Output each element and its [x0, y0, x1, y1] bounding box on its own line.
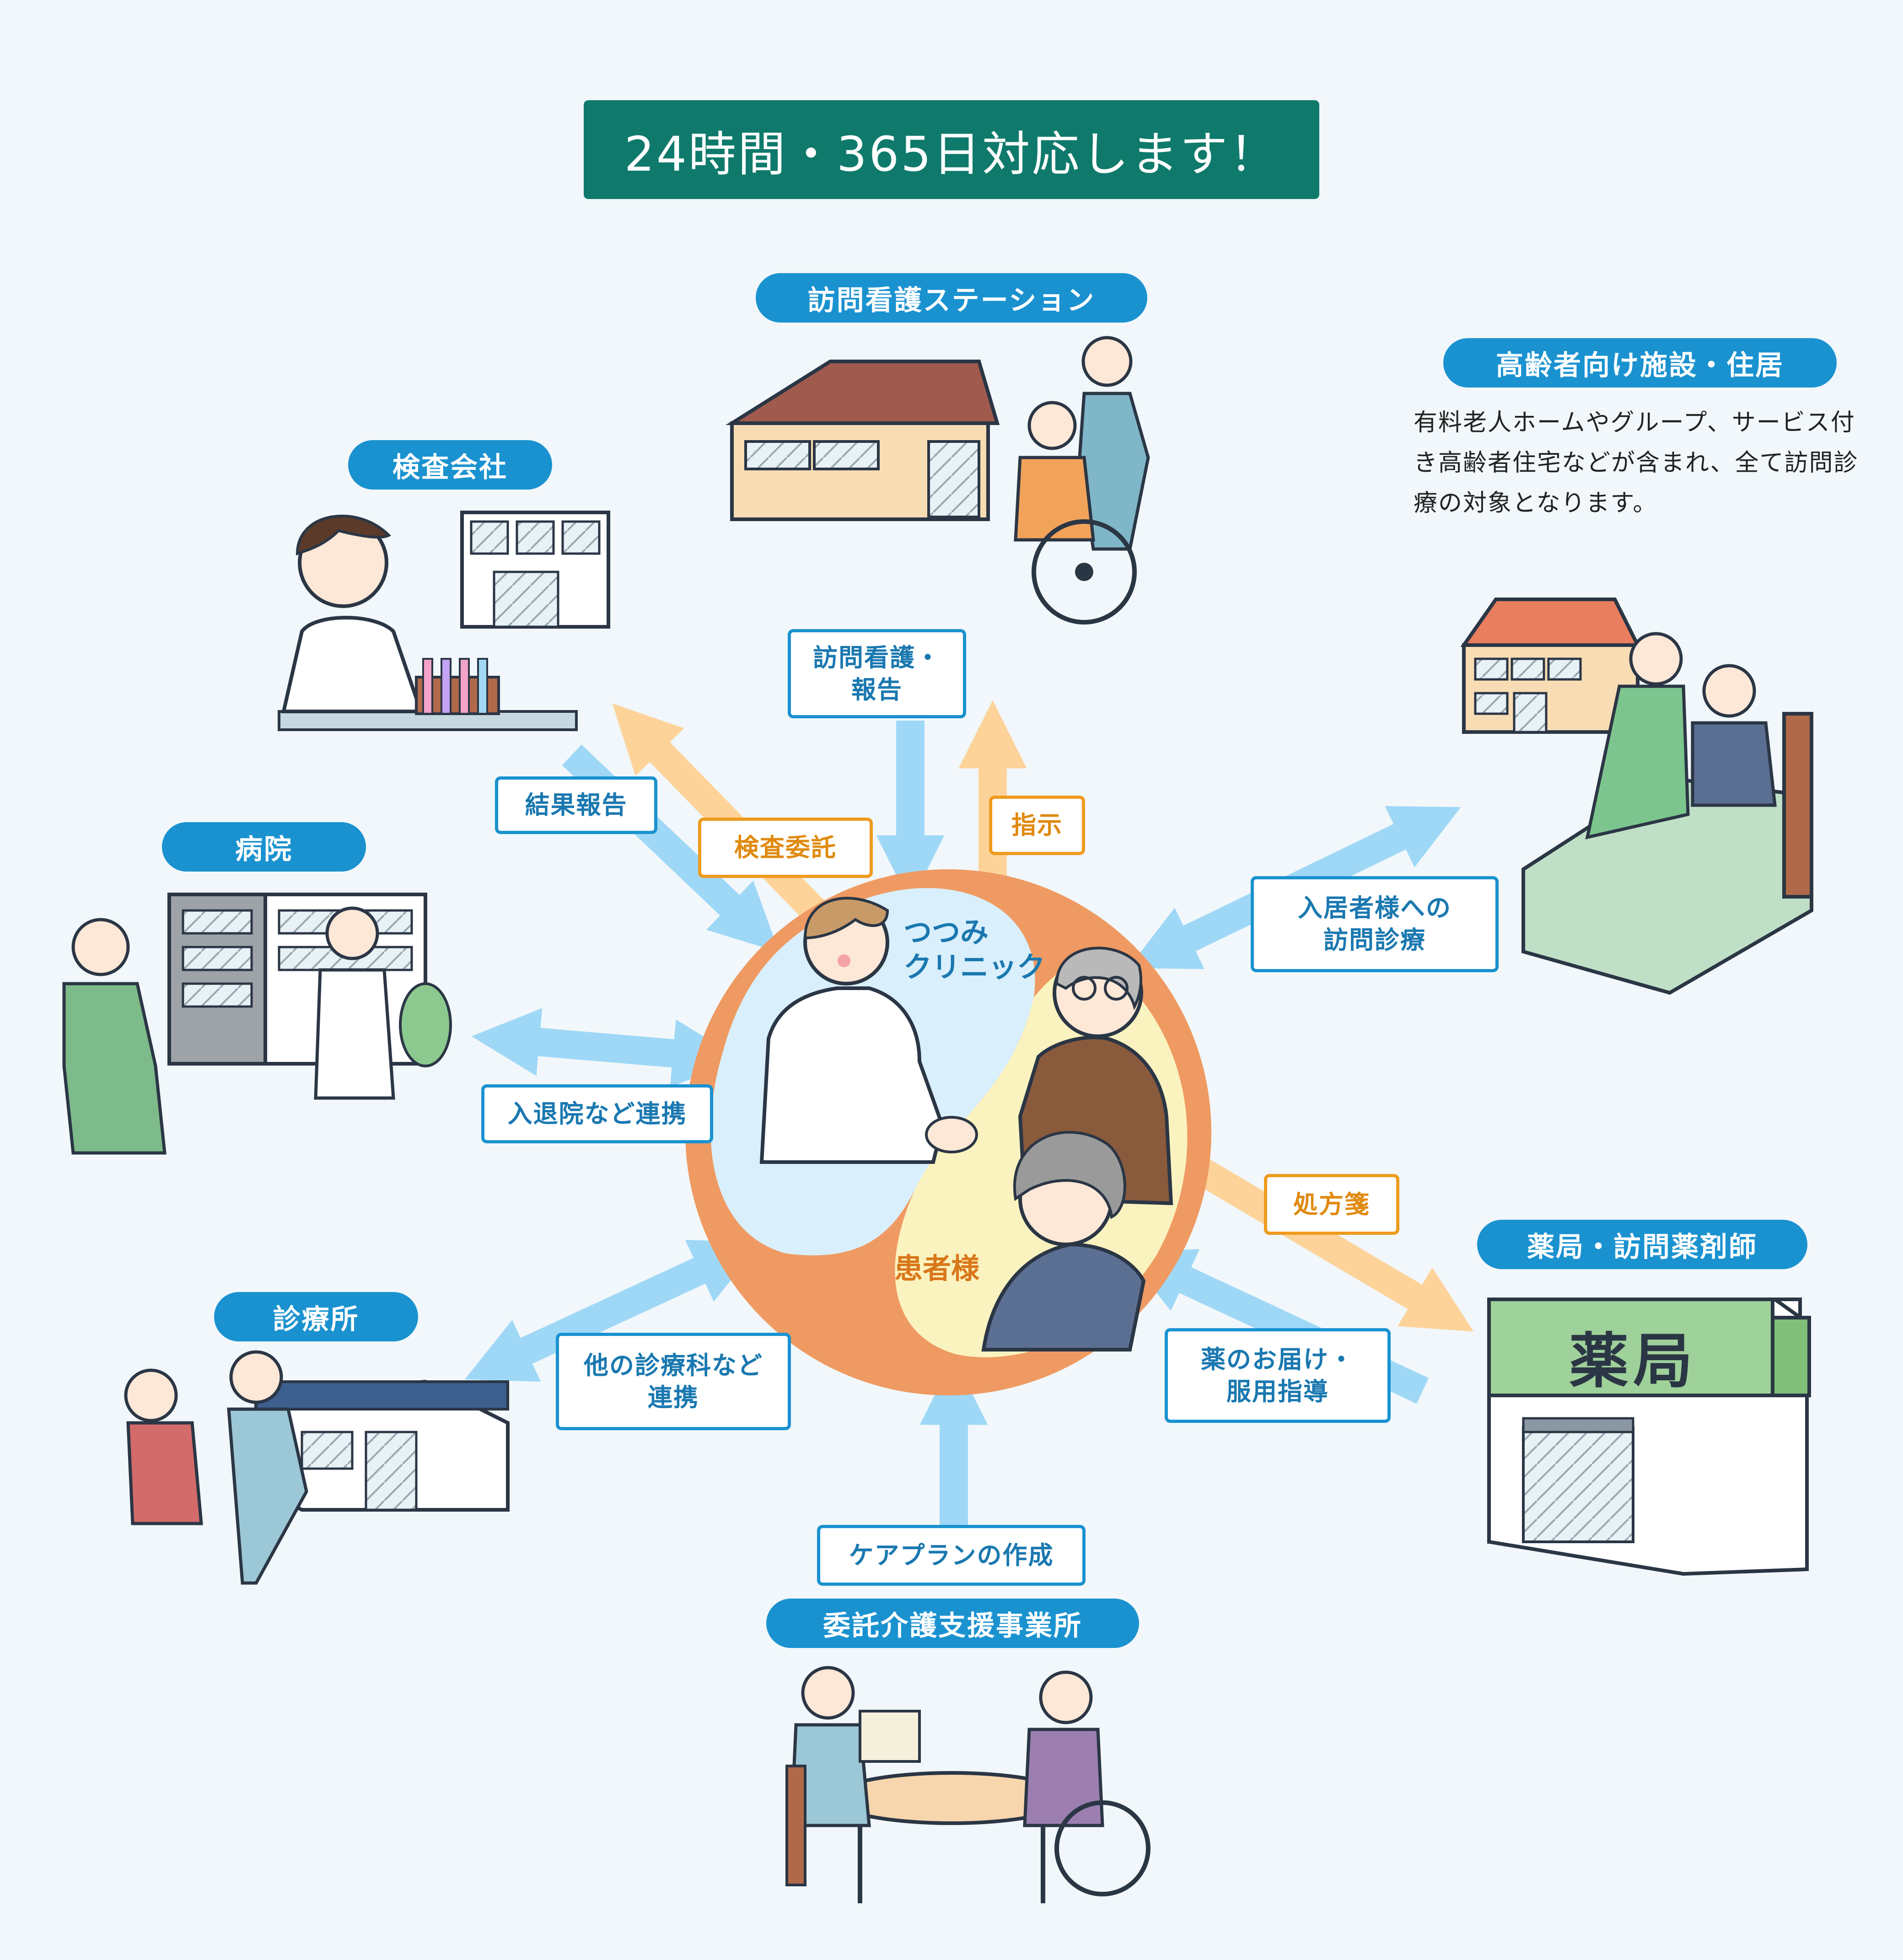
clinic-illustration — [124, 1350, 510, 1585]
pharmacy-illustration — [1487, 1298, 1811, 1576]
link-instruction: 指示 — [989, 796, 1085, 855]
node-lab-company: 検査会社 — [348, 440, 552, 490]
link-hospital-link: 入退院など連携 — [481, 1084, 713, 1143]
link-result-report: 結果報告 — [495, 776, 657, 834]
arrow-other-dept — [464, 1239, 762, 1382]
node-hospital: 病院 — [162, 822, 366, 872]
doctor-figure — [759, 897, 945, 1164]
node-care-office: 委託介護支援事業所 — [766, 1599, 1139, 1648]
link-drug-delivery: 薬のお届け・ 服用指導 — [1165, 1328, 1391, 1423]
arrow-lab-request — [612, 703, 825, 921]
nursing-station-illustration — [726, 336, 1150, 625]
lab-company-illustration — [278, 511, 610, 731]
node-nursing-station: 訪問看護ステーション — [756, 273, 1147, 323]
elderly-facility-description: 有料老人ホームやグループ、サービス付き高齢者住宅などが含まれ、全て訪問診療の対象… — [1414, 409, 1859, 517]
page-title-banner: 24時間・365日対応します！ — [584, 100, 1319, 199]
care-office-illustration — [785, 1666, 1150, 1903]
node-clinic: 診療所 — [214, 1292, 418, 1341]
node-elderly-facility: 高齢者向け施設・住居 — [1443, 338, 1837, 388]
handshake — [925, 1116, 978, 1153]
clinic-name-label: つつみ クリニック — [903, 915, 1046, 984]
link-home-visit: 入居者様への 訪問診療 — [1251, 876, 1499, 972]
elderly-woman-figure — [981, 1131, 1146, 1352]
arrow-prescription — [1164, 1141, 1474, 1332]
arrow-hospital-link — [471, 1008, 741, 1088]
link-other-dept: 他の診療科など 連携 — [556, 1333, 791, 1430]
link-prescription: 処方箋 — [1264, 1174, 1399, 1235]
node-pharmacy: 薬局・訪問薬剤師 — [1477, 1220, 1807, 1269]
elderly-facility-illustration — [1460, 598, 1813, 995]
link-lab-request: 検査委託 — [698, 818, 873, 878]
hospital-illustration — [62, 893, 452, 1155]
link-care-plan: ケアプランの作成 — [817, 1525, 1086, 1586]
patient-label: 患者様 — [894, 1252, 980, 1285]
pharmacy-sign: 薬局 — [1569, 1326, 1697, 1396]
link-nursing-report: 訪問看護・ 報告 — [788, 629, 966, 718]
center-circle — [685, 869, 1211, 1395]
